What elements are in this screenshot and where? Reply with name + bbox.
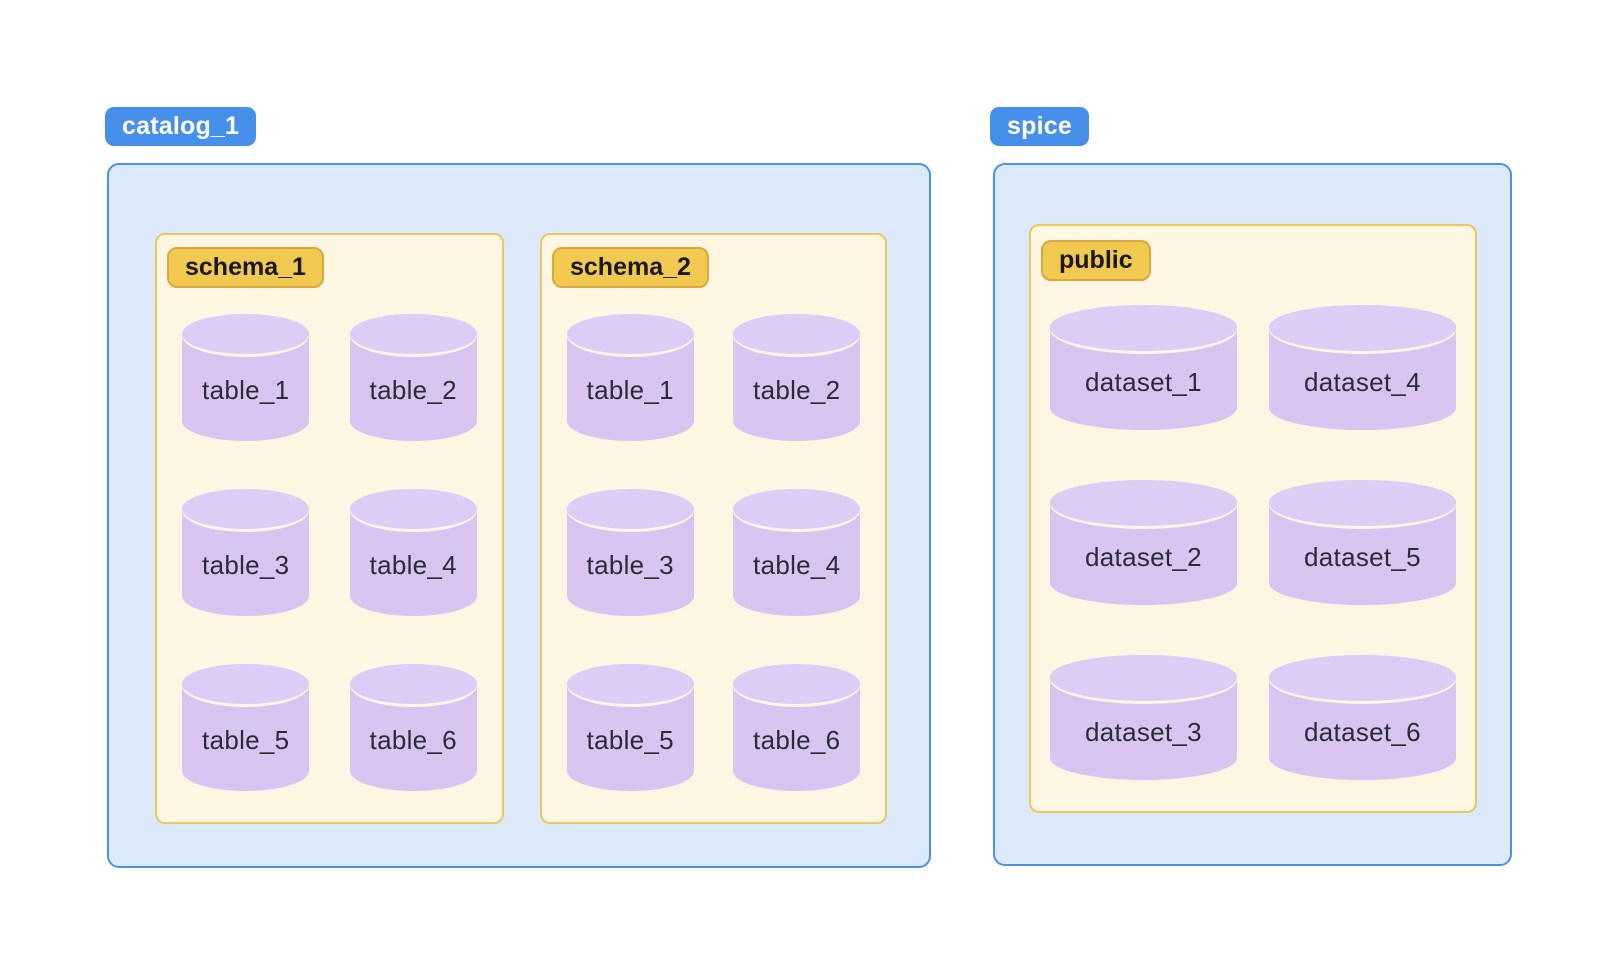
table-label: table_5 bbox=[202, 725, 290, 755]
dataset-label: dataset_5 bbox=[1304, 542, 1421, 572]
schema-2-label: schema_2 bbox=[570, 253, 691, 281]
dataset-cylinder: dataset_5 bbox=[1269, 480, 1456, 605]
dataset-label: dataset_1 bbox=[1085, 367, 1202, 397]
table-cylinder: table_1 bbox=[566, 314, 694, 441]
table-label: table_1 bbox=[202, 375, 290, 405]
table-cylinder: table_1 bbox=[182, 314, 310, 441]
table-label: table_2 bbox=[369, 375, 457, 405]
schema-1-box: schema_1 table_1 table_2 table_3 table_4… bbox=[155, 233, 504, 824]
dataset-cylinder: dataset_6 bbox=[1269, 655, 1456, 780]
table-label: table_1 bbox=[586, 375, 674, 405]
dataset-cylinder: dataset_2 bbox=[1050, 480, 1237, 605]
table-cylinder: table_5 bbox=[182, 664, 310, 791]
dataset-label: dataset_6 bbox=[1304, 717, 1421, 747]
schema-2-box: schema_2 table_1 table_2 table_3 table_4… bbox=[540, 233, 887, 824]
table-cylinder: table_2 bbox=[349, 314, 477, 441]
table-label: table_3 bbox=[586, 550, 674, 580]
public-box: public dataset_1 dataset_4 dataset_2 dat… bbox=[1029, 224, 1477, 813]
table-cylinder: table_5 bbox=[566, 664, 694, 791]
schema-1-badge: schema_1 bbox=[167, 247, 324, 288]
dataset-cylinder: dataset_4 bbox=[1269, 305, 1456, 430]
dataset-label: dataset_4 bbox=[1304, 367, 1421, 397]
table-cylinder: table_3 bbox=[566, 489, 694, 616]
table-label: table_6 bbox=[753, 725, 841, 755]
table-label: table_3 bbox=[202, 550, 290, 580]
spice-container: public dataset_1 dataset_4 dataset_2 dat… bbox=[993, 163, 1512, 866]
table-label: table_5 bbox=[586, 725, 674, 755]
schema-2-badge: schema_2 bbox=[552, 247, 709, 288]
catalog-1-badge: catalog_1 bbox=[105, 107, 257, 146]
public-badge: public bbox=[1041, 240, 1151, 281]
catalog-1-container: schema_1 table_1 table_2 table_3 table_4… bbox=[107, 163, 931, 868]
public-label: public bbox=[1059, 246, 1133, 274]
schema-1-table-grid: table_1 table_2 table_3 table_4 table_5 … bbox=[181, 314, 478, 791]
table-cylinder: table_4 bbox=[349, 489, 477, 616]
table-cylinder: table_2 bbox=[733, 314, 861, 441]
dataset-cylinder: dataset_3 bbox=[1050, 655, 1237, 780]
dataset-label: dataset_3 bbox=[1085, 717, 1202, 747]
public-dataset-grid: dataset_1 dataset_4 dataset_2 dataset_5 … bbox=[1049, 305, 1457, 780]
schema-2-table-grid: table_1 table_2 table_3 table_4 table_5 … bbox=[566, 314, 861, 791]
table-cylinder: table_4 bbox=[733, 489, 861, 616]
dataset-cylinder: dataset_1 bbox=[1050, 305, 1237, 430]
dataset-label: dataset_2 bbox=[1085, 542, 1202, 572]
spice-badge: spice bbox=[990, 107, 1089, 146]
table-label: table_4 bbox=[369, 550, 457, 580]
catalog-1-label: catalog_1 bbox=[122, 112, 240, 140]
table-cylinder: table_6 bbox=[733, 664, 861, 791]
spice-label: spice bbox=[1007, 112, 1072, 140]
table-label: table_6 bbox=[369, 725, 457, 755]
table-cylinder: table_3 bbox=[182, 489, 310, 616]
table-cylinder: table_6 bbox=[349, 664, 477, 791]
table-label: table_2 bbox=[753, 375, 841, 405]
table-label: table_4 bbox=[753, 550, 841, 580]
schema-1-label: schema_1 bbox=[185, 253, 306, 281]
